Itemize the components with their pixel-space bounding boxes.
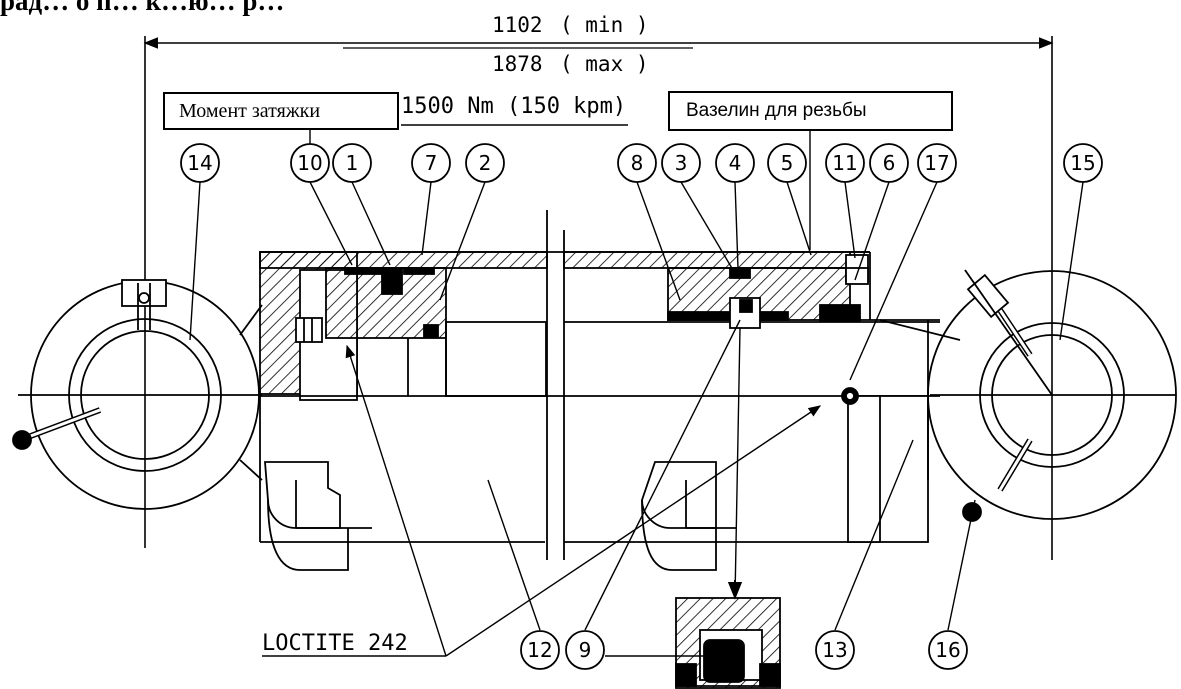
- part-bubble-2: 2: [465, 143, 505, 183]
- grease-label: Вазелин для резьбы: [686, 100, 867, 121]
- part-number-label: 10: [297, 151, 322, 175]
- part-number-label: 2: [479, 151, 492, 175]
- part-number-label: 9: [579, 638, 592, 662]
- part-bubble-5: 5: [767, 143, 807, 183]
- part-bubble-1: 1: [332, 143, 372, 183]
- clipped-heading-fragment: рад… о п… к…ю… р…: [0, 0, 285, 16]
- part-bubble-8: 8: [617, 143, 657, 183]
- part-bubble-13: 13: [815, 630, 855, 670]
- part-bubble-11: 11: [825, 143, 865, 183]
- part-number-label: 4: [729, 151, 742, 175]
- part-bubble-17: 17: [917, 143, 957, 183]
- part-number-label: 14: [187, 151, 212, 175]
- torque-callout-box: Момент затяжки: [163, 92, 399, 130]
- part-bubble-3: 3: [661, 143, 701, 183]
- min-length-label: ( min ): [560, 13, 649, 37]
- leader-lines: [189, 181, 1084, 657]
- min-length-value: 1102: [492, 13, 543, 37]
- part-bubble-15: 15: [1063, 143, 1103, 183]
- part-bubble-14: 14: [180, 143, 220, 183]
- part-number-label: 8: [631, 151, 644, 175]
- part-number-label: 17: [924, 151, 949, 175]
- right-eye-bearing: [879, 269, 1177, 522]
- part-number-label: 13: [822, 638, 847, 662]
- part-number-label: 12: [527, 638, 552, 662]
- torque-value: 1500 Nm (150 kpm): [401, 94, 626, 119]
- part-number-label: 16: [935, 638, 960, 662]
- part-bubble-12: 12: [520, 630, 560, 670]
- loctite-label: LOCTITE 242: [262, 631, 408, 656]
- part-bubble-9: 9: [565, 630, 605, 670]
- left-eye-bearing: [12, 279, 263, 510]
- cylinder-body: [259, 210, 940, 571]
- part-bubble-10: 10: [290, 143, 330, 183]
- grease-callout-box: Вазелин для резьбы: [668, 91, 953, 131]
- max-length-value: 1878: [492, 52, 543, 76]
- max-length-label: ( max ): [560, 52, 649, 76]
- part-bubble-7: 7: [411, 143, 451, 183]
- part-number-label: 6: [883, 151, 896, 175]
- seal-detail-view: [675, 597, 781, 689]
- part-number-label: 3: [675, 151, 688, 175]
- part-bubble-16: 16: [928, 630, 968, 670]
- part-bubble-6: 6: [869, 143, 909, 183]
- part-number-label: 15: [1070, 151, 1095, 175]
- part-number-label: 11: [832, 151, 857, 175]
- part-number-label: 7: [425, 151, 438, 175]
- part-number-label: 1: [346, 151, 359, 175]
- part-number-label: 5: [781, 151, 794, 175]
- part-bubble-4: 4: [715, 143, 755, 183]
- torque-label: Момент затяжки: [179, 100, 321, 122]
